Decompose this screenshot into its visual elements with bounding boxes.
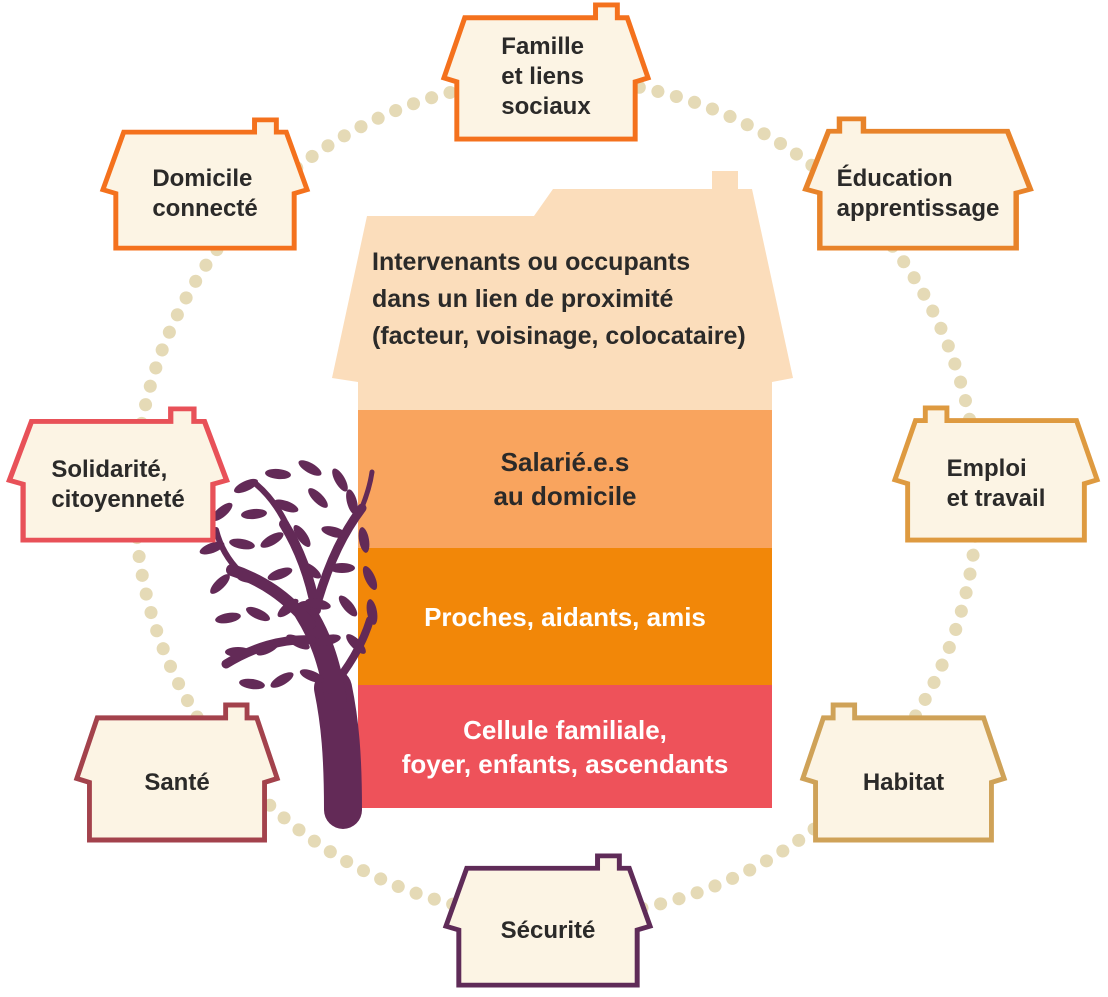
house-outline-icon: [6, 406, 230, 543]
center-house-layers: Salarié.e.s au domicile Proches, aidants…: [358, 410, 772, 808]
satellite-label: Sécurité: [500, 916, 596, 944]
satellite-label: Domicile connecté: [152, 165, 258, 222]
roof-caption: Intervenants ou occupants dans un lien d…: [372, 248, 746, 350]
satellite-label: Solidarité, citoyenneté: [51, 455, 185, 513]
satellite-house-habitat: Habitat: [796, 702, 1011, 843]
satellite-label: Famille et liens sociaux: [501, 33, 591, 120]
satellite-house-securite: Sécurité: [439, 853, 657, 988]
satellite-house-famille: Famille et liens sociaux: [437, 2, 655, 142]
layer-cellule-familiale: Cellule familiale, foyer, enfants, ascen…: [358, 685, 772, 808]
satellite-house-education: Éducation apprentissage: [798, 116, 1038, 251]
satellite-label: Habitat: [862, 768, 945, 796]
satellite-label: Emploi et travail: [946, 455, 1046, 512]
house-outline-icon: [99, 117, 311, 251]
house-outline-icon: [440, 2, 652, 142]
satellite-house-sante: Santé: [70, 702, 284, 843]
satellite-label: Santé: [144, 768, 210, 796]
house-outline-icon: [802, 116, 1034, 251]
layer-salaries-au-domicile: Salarié.e.s au domicile: [358, 410, 772, 548]
satellite-house-solidarite: Solidarité, citoyenneté: [2, 406, 234, 543]
satellite-house-domicile-connecte: Domicile connecté: [96, 117, 314, 251]
house-outline-icon: [442, 853, 654, 988]
satellite-label: Éducation apprentissage: [836, 164, 1000, 222]
layer-proches-aidants-amis: Proches, aidants, amis: [358, 548, 772, 685]
house-outline-icon: [799, 702, 1008, 843]
house-outline-icon: [73, 702, 281, 843]
satellite-house-emploi: Emploi et travail: [888, 405, 1104, 543]
center-house-roof: [332, 171, 793, 410]
house-outline-icon: [891, 405, 1101, 543]
